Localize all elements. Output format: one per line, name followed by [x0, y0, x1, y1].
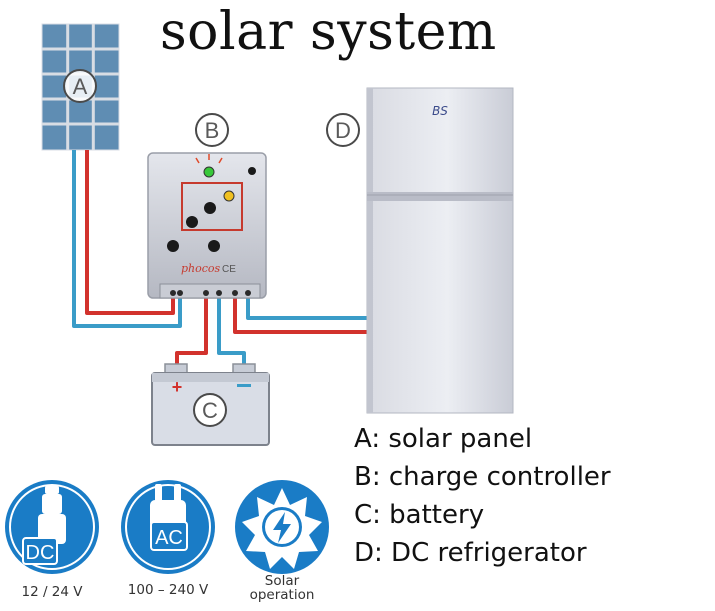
dc-badge: DC [5, 480, 99, 574]
dc-caption: 12 / 24 V [21, 584, 83, 600]
battery: + C [151, 363, 270, 446]
dc-badge-tag: DC [26, 542, 55, 564]
solar-badge [235, 480, 329, 574]
status-frame [181, 182, 243, 231]
solar-caption: Solar operation [242, 574, 322, 602]
charge-controller: phocos CE [147, 152, 267, 299]
legend-item-a: A: solar panel [354, 424, 533, 454]
label-a: A [73, 74, 88, 99]
label-b-badge: B [195, 113, 229, 147]
legend-item-b: B: charge controller [354, 462, 611, 492]
fridge-logo: BS [432, 104, 448, 118]
green-led-icon [203, 166, 215, 178]
sun-bolt-icon [242, 488, 322, 569]
ac-badge: AC [121, 480, 215, 574]
refrigerator: BS [366, 87, 514, 414]
label-b: B [205, 118, 220, 143]
controller-button [167, 240, 179, 252]
controller-brand: phocos [181, 262, 221, 275]
solar-panel: A [41, 23, 120, 151]
label-d: D [335, 118, 351, 143]
battery-plus-icon: + [172, 377, 183, 397]
ce-mark: CE [222, 264, 236, 275]
ac-caption: 100 – 240 V [127, 582, 209, 598]
label-d-badge: D [326, 113, 360, 147]
wires-battery [175, 296, 246, 372]
yellow-led-icon [223, 190, 235, 202]
battery-minus-icon [237, 384, 251, 387]
page-title: solar system [160, 2, 497, 62]
label-a-circle [63, 69, 97, 103]
wires-panel [72, 150, 182, 328]
controller-button [248, 167, 256, 175]
controller-button [204, 202, 216, 214]
controller-button [208, 240, 220, 252]
solar-caption-line1: Solar [264, 573, 300, 589]
controller-button [186, 216, 198, 228]
solar-caption-line2: operation [249, 587, 315, 603]
terminal-screws [170, 290, 251, 296]
led-rays [195, 154, 223, 164]
label-c-circle [193, 393, 227, 427]
wires-fridge [233, 296, 372, 334]
ac-badge-tag: AC [155, 527, 183, 549]
legend-item-d: D: DC refrigerator [354, 538, 587, 568]
legend-item-c: C: battery [354, 500, 485, 530]
label-c: C [202, 398, 218, 423]
